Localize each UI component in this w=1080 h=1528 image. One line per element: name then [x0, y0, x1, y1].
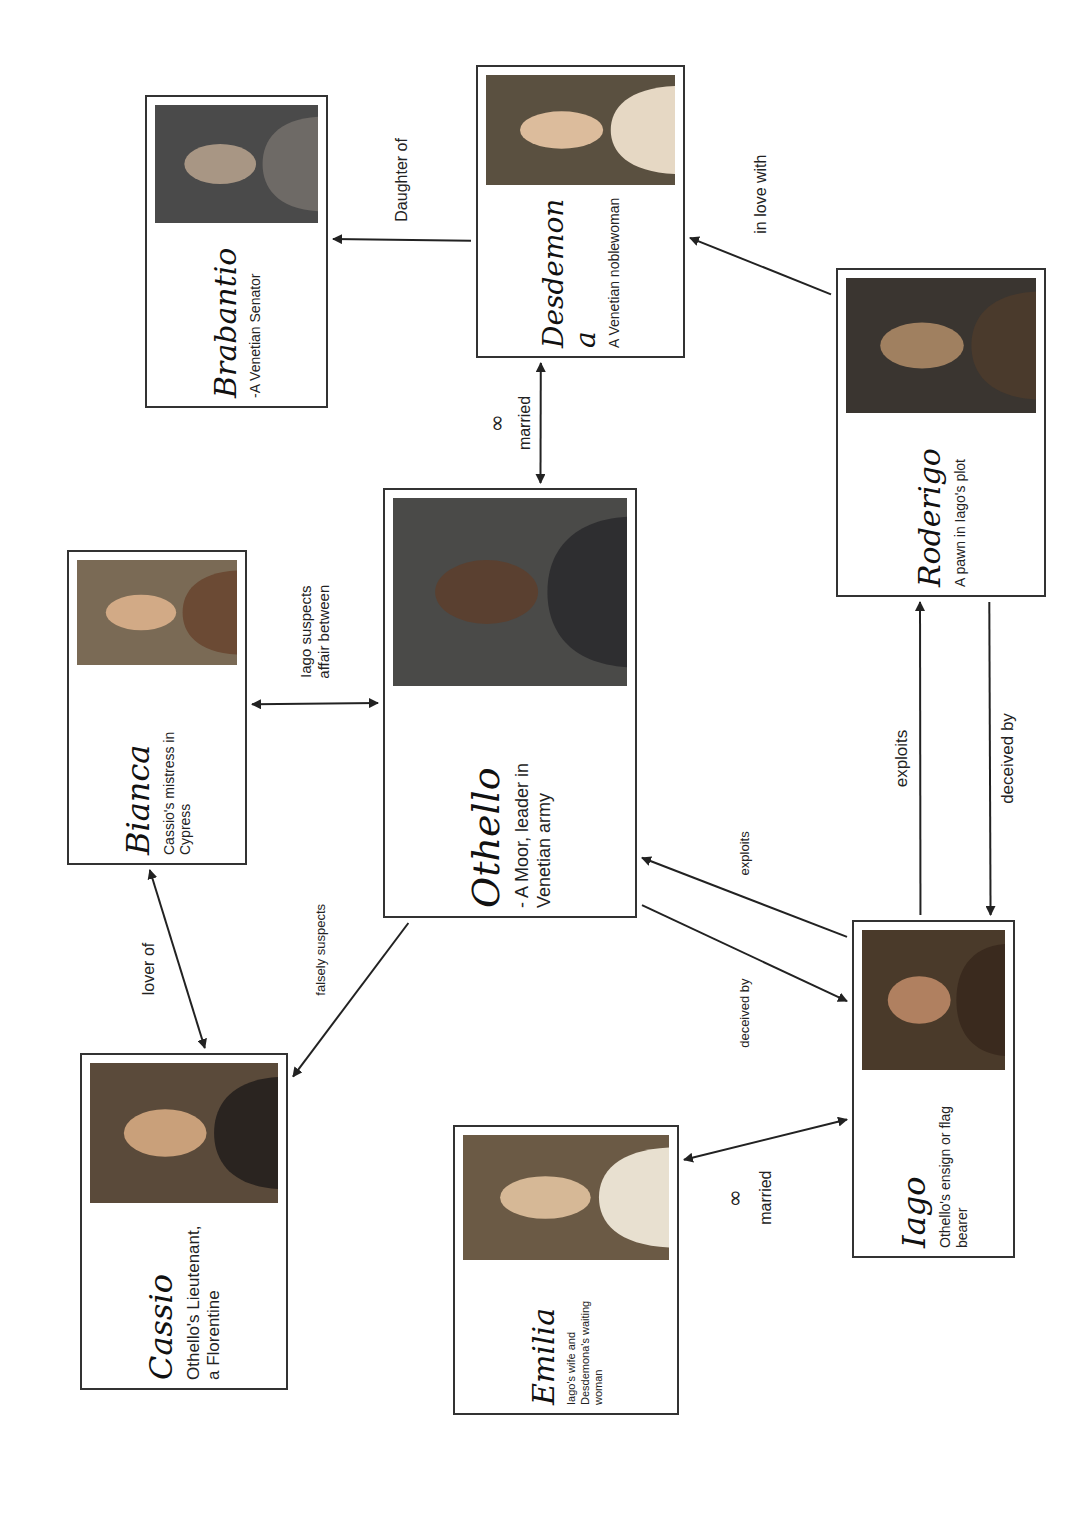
character-description: Iago's wife and Desdemona's waiting woma…	[565, 1272, 605, 1405]
relation-label: exploits	[891, 727, 913, 791]
character-box: EmiliaIago's wife and Desdemona's waitin…	[453, 1125, 679, 1415]
portrait-photo	[463, 1135, 669, 1260]
marriage-symbol: ∞	[721, 1186, 749, 1210]
photo-shoulders	[971, 292, 1036, 400]
relation-label: deceived by	[997, 710, 1019, 807]
character-description: Othello's Lieutenant, a Florentine	[184, 1215, 225, 1380]
character-name: Bianca	[120, 677, 161, 855]
relation-label: deceived by	[736, 975, 754, 1050]
character-box: DesdemonaA Venetian noblewoman	[476, 65, 685, 358]
character-box: CassioOthello's Lieutenant, a Florentine	[80, 1053, 288, 1390]
relation-arrow	[333, 239, 471, 241]
relation-arrow	[690, 238, 831, 294]
photo-head	[435, 560, 538, 624]
text-column: EmiliaIago's wife and Desdemona's waitin…	[463, 1272, 669, 1405]
photo-head	[124, 1109, 207, 1157]
text-column: RoderigoA pawn in Iago's plot	[846, 425, 1036, 587]
text-column: Othello- A Moor, leader in Venetian army	[393, 698, 627, 908]
photo-head	[520, 111, 603, 148]
relation-arrow	[539, 363, 541, 483]
photo-head	[880, 323, 964, 369]
relation-label: married	[755, 1168, 776, 1228]
photo-background	[846, 278, 1036, 413]
photo-shoulders	[183, 571, 237, 655]
photo-shoulders	[263, 117, 318, 211]
character-name: Iago	[896, 1082, 937, 1248]
text-column: Brabantio-A Venetian Senator	[155, 235, 318, 398]
text-column: CassioOthello's Lieutenant, a Florentine	[90, 1215, 278, 1380]
photo-head	[888, 976, 951, 1024]
relation-label: Daughter of	[391, 135, 412, 225]
photo-head	[184, 144, 256, 184]
photo-shoulders	[547, 517, 627, 667]
portrait-photo	[486, 75, 675, 185]
character-description: - A Moor, leader in Venetian army	[512, 698, 555, 908]
relation-label: married	[514, 393, 535, 453]
portrait-photo	[862, 930, 1005, 1070]
photo-shoulders	[214, 1077, 278, 1189]
character-name: Brabantio	[209, 235, 248, 398]
character-name: Othello	[465, 698, 513, 908]
character-box: Othello- A Moor, leader in Venetian army	[383, 488, 637, 918]
text-column: DesdemonaA Venetian noblewoman	[486, 197, 675, 348]
portrait-photo	[77, 560, 237, 665]
marriage-symbol: ∞	[483, 411, 511, 435]
portrait-photo	[90, 1063, 278, 1203]
photo-background	[393, 498, 627, 686]
photo-background	[77, 560, 237, 665]
portrait-photo	[393, 498, 627, 686]
photo-background	[486, 75, 675, 185]
character-name: Desdemona	[538, 197, 606, 348]
photo-background	[155, 105, 318, 223]
character-description: -A Venetian Senator	[247, 235, 264, 398]
photo-background	[463, 1135, 669, 1260]
relation-label: Iago suspects affair between	[296, 570, 334, 694]
character-description: Othello's ensign or flag bearer	[937, 1082, 971, 1248]
character-name: Cassio	[143, 1215, 184, 1380]
character-box: BiancaCassio's mistress in Cypress	[67, 550, 247, 865]
photo-background	[862, 930, 1005, 1070]
photo-shoulders	[956, 944, 1005, 1056]
portrait-photo	[155, 105, 318, 223]
photo-head	[106, 595, 176, 631]
character-name: Emilia	[527, 1272, 566, 1405]
character-box: Brabantio-A Venetian Senator	[145, 95, 328, 408]
text-column: IagoOthello's ensign or flag bearer	[862, 1082, 1005, 1248]
relation-arrow	[989, 602, 990, 915]
text-column: BiancaCassio's mistress in Cypress	[77, 677, 237, 855]
character-box: IagoOthello's ensign or flag bearer	[852, 920, 1015, 1258]
character-name: Roderigo	[913, 425, 952, 587]
character-description: A pawn in Iago's plot	[952, 425, 969, 587]
photo-shoulders	[611, 86, 675, 174]
photo-head	[500, 1176, 591, 1219]
relation-arrow	[684, 1119, 847, 1159]
relation-arrow	[919, 602, 921, 915]
character-description: A Venetian noblewoman	[606, 197, 623, 348]
relation-label: exploits	[736, 828, 754, 878]
relation-arrow	[252, 703, 378, 704]
relation-label: falsely suspects	[312, 901, 330, 999]
photo-background	[90, 1063, 278, 1203]
photo-shoulders	[599, 1148, 669, 1248]
relation-label: in love with	[750, 152, 771, 237]
relation-arrow	[293, 923, 408, 1077]
portrait-photo	[846, 278, 1036, 413]
character-box: RoderigoA pawn in Iago's plot	[836, 268, 1046, 597]
relation-label: lover of	[139, 940, 160, 998]
character-description: Cassio's mistress in Cypress	[161, 677, 195, 855]
